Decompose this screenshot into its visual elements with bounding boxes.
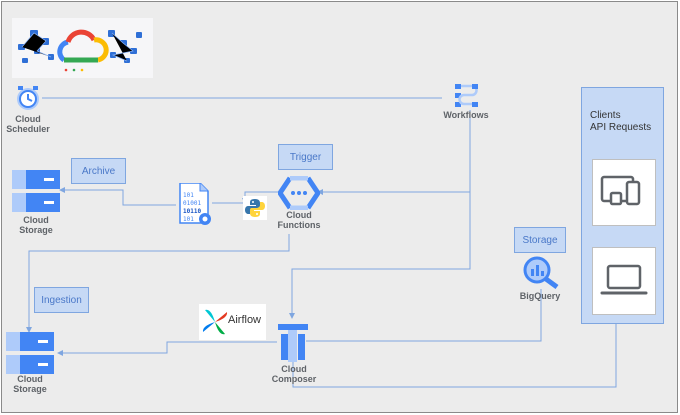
svg-text:01001: 01001 [183, 200, 201, 207]
storage-tag: Storage [514, 227, 566, 253]
devices-card[interactable] [592, 159, 656, 226]
cloud-storage-icon[interactable] [6, 332, 54, 381]
connector-composer-bigquery [306, 289, 542, 342]
bigquery-label: BigQuery [519, 291, 561, 301]
bigquery-icon[interactable] [521, 255, 561, 294]
svg-text:101: 101 [183, 216, 194, 223]
ingestion-tag: Ingestion [34, 287, 89, 313]
laptop-card[interactable] [592, 247, 656, 315]
airflow-pinwheel-icon [202, 309, 228, 335]
archive-tag: Archive [71, 158, 126, 184]
connector-file-storage-top [59, 187, 176, 206]
google-cloud-logo [12, 18, 153, 78]
python-icon[interactable] [243, 196, 267, 220]
laptop-icon [600, 264, 648, 295]
workflows-icon[interactable] [454, 81, 480, 114]
airflow-label: Airflow [228, 314, 262, 326]
workflows-label: Workflows [443, 110, 489, 120]
connector-composer-clients [292, 320, 617, 388]
devices-icon [600, 175, 641, 206]
binary-file-icon[interactable]: 101 01001 10110 101 [178, 182, 214, 234]
airflow-logo[interactable]: Airflow [199, 304, 266, 340]
cloud-functions-icon[interactable] [276, 175, 322, 215]
google-cloud-logo-icon [18, 29, 142, 72]
svg-text:101: 101 [183, 192, 194, 199]
cloud-mark [57, 29, 109, 63]
cloud-scheduler-icon[interactable] [14, 84, 42, 117]
connector-workflows-functions [317, 110, 471, 195]
cloud-composer-icon[interactable] [278, 324, 308, 367]
connector-workflows-composer [289, 192, 471, 319]
connector-functions-storage-bottom [26, 234, 290, 333]
svg-text:10110: 10110 [183, 208, 201, 215]
trigger-tag: Trigger [278, 144, 333, 170]
connector-composer-storage-bottom [57, 341, 277, 356]
cloud-storage-icon[interactable] [12, 170, 60, 219]
